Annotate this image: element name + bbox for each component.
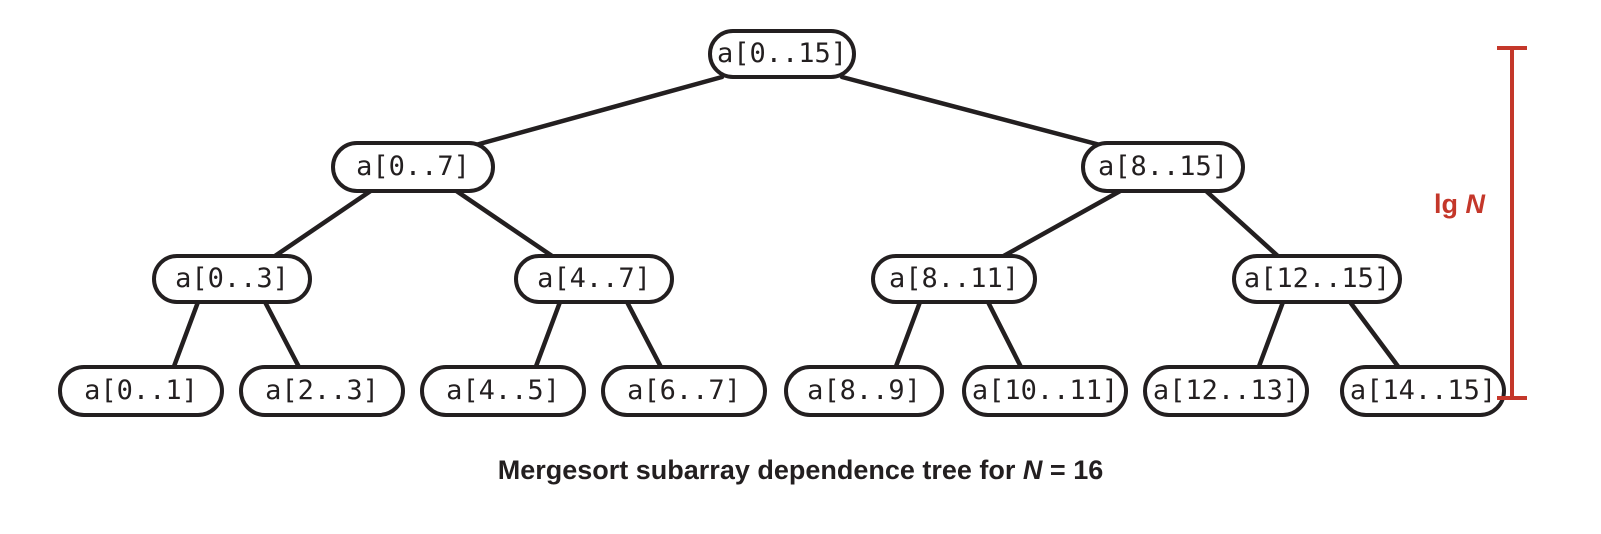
tree-node-label: a[0..7] — [356, 150, 470, 182]
tree-node-label: a[0..1] — [84, 374, 198, 406]
tree-node-label: a[0..3] — [175, 262, 289, 294]
tree-node: a[12..15] — [1232, 254, 1402, 304]
tree-edge — [624, 299, 665, 372]
tree-node-label: a[6..7] — [627, 374, 741, 406]
tree-node: a[8..9] — [784, 365, 944, 417]
tree-node-label: a[12..15] — [1243, 262, 1391, 294]
tree-node: a[0..1] — [58, 365, 224, 417]
tree-node-label: a[0..15] — [716, 37, 848, 69]
tree-node-label: a[14..15] — [1349, 374, 1497, 406]
lg-n-label-prefix: lg — [1434, 189, 1466, 219]
tree-edge — [452, 187, 558, 261]
tree-node: a[8..11] — [871, 254, 1037, 304]
tree-node-label: a[4..7] — [537, 262, 651, 294]
bracket-top-tick — [1497, 46, 1527, 50]
tree-node: a[0..7] — [331, 141, 495, 193]
tree-node: a[4..7] — [514, 254, 674, 304]
figure-caption: Mergesort subarray dependence tree for N… — [0, 455, 1601, 486]
tree-node: a[14..15] — [1340, 365, 1506, 417]
lg-n-label-variable: N — [1465, 189, 1486, 219]
tree-node: a[0..3] — [152, 254, 312, 304]
tree-edge — [892, 299, 923, 372]
tree-node: a[12..13] — [1143, 365, 1309, 417]
tree-edge — [1255, 299, 1286, 372]
tree-edge — [469, 74, 725, 149]
tree-node-label: a[12..13] — [1152, 374, 1300, 406]
tree-edge — [262, 299, 303, 372]
tree-edge — [170, 299, 201, 372]
tree-edge — [997, 187, 1125, 261]
tree-node-label: a[2..3] — [265, 374, 379, 406]
tree-node-label: a[8..11] — [888, 262, 1020, 294]
tree-node: a[0..15] — [708, 29, 856, 79]
caption-tail: = 16 — [1042, 455, 1104, 485]
tree-node-label: a[10..11] — [971, 374, 1119, 406]
tree-node-label: a[8..15] — [1097, 150, 1229, 182]
tree-edge — [985, 299, 1025, 372]
tree-node: a[4..5] — [420, 365, 586, 417]
tree-node: a[8..15] — [1081, 141, 1245, 193]
caption-text: Mergesort subarray dependence tree for — [497, 455, 1023, 485]
tree-edge — [839, 74, 1107, 149]
tree-edge — [532, 299, 563, 372]
tree-edge — [1202, 187, 1283, 261]
tree-node: a[6..7] — [601, 365, 767, 417]
bracket-bottom-tick — [1497, 396, 1527, 400]
tree-node-label: a[4..5] — [446, 374, 560, 406]
lg-n-label: lg N — [1434, 189, 1485, 220]
caption-variable: N — [1022, 455, 1043, 485]
bracket-vertical-line — [1510, 48, 1514, 398]
tree-edge — [269, 187, 375, 261]
tree-node-label: a[8..9] — [807, 374, 921, 406]
tree-node: a[10..11] — [962, 365, 1128, 417]
tree-node: a[2..3] — [239, 365, 405, 417]
tree-edge — [1347, 299, 1403, 372]
